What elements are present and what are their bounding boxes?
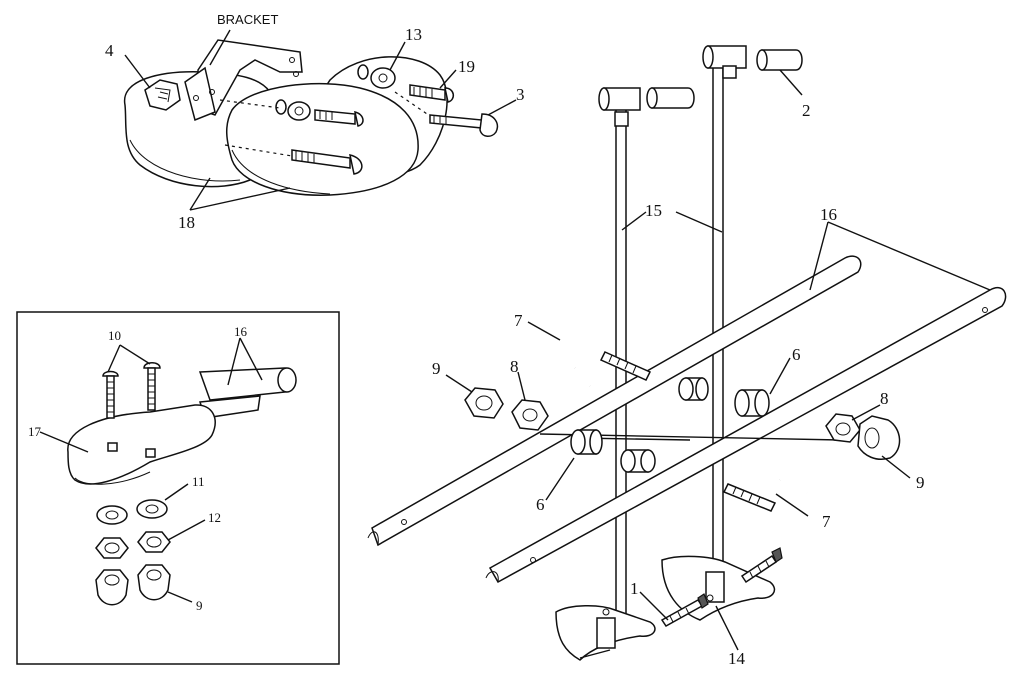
bushing-6-upper	[678, 377, 770, 417]
runner-left	[367, 255, 862, 547]
bolt-front	[314, 109, 364, 127]
handle-right	[702, 45, 803, 585]
label-part-9-right: 9	[916, 473, 925, 492]
label-part-9-left: 9	[432, 359, 441, 378]
inset-label-17: 17	[28, 424, 42, 439]
label-part-6-upper: 6	[792, 345, 801, 364]
label-part-1: 1	[630, 579, 639, 598]
label-part-13: 13	[405, 25, 422, 44]
label-part-15: 15	[645, 201, 662, 220]
label-part-8-right: 8	[880, 389, 889, 408]
inset-label-16: 16	[234, 324, 248, 339]
bracket-assembly	[123, 29, 517, 211]
nut-9-right	[857, 415, 901, 460]
label-part-7-left: 7	[514, 311, 523, 330]
part-labels: BRACKET 4 13 19 3 18 2 15 16 7 9 8 6 8 9…	[28, 12, 925, 668]
bolt-lower	[291, 149, 363, 175]
u-bolt-7-right	[722, 472, 813, 512]
inset-label-11: 11	[192, 474, 205, 489]
u-bolt-7-left	[541, 351, 652, 388]
bolt-3	[429, 113, 499, 137]
label-part-2: 2	[802, 101, 811, 120]
screw-right	[740, 547, 783, 584]
inset-label-9: 9	[196, 598, 203, 613]
screw-1	[660, 593, 709, 627]
label-bracket: BRACKET	[217, 12, 278, 27]
bushing-6-lower	[570, 429, 656, 473]
label-part-19: 19	[458, 57, 475, 76]
label-part-3: 3	[516, 85, 525, 104]
label-part-7-right: 7	[822, 512, 831, 531]
inset-label-10: 10	[108, 328, 121, 343]
label-part-18: 18	[178, 213, 195, 232]
sled-frame	[367, 45, 1007, 661]
nut-8-left	[511, 399, 549, 431]
inset-label-12: 12	[208, 510, 221, 525]
runner-right	[485, 286, 1007, 584]
label-part-16: 16	[820, 205, 837, 224]
skid-left	[555, 605, 656, 661]
nut-8-right	[825, 413, 861, 443]
bolt-19	[409, 84, 454, 103]
inset-detail	[16, 311, 340, 665]
nut-9-left	[464, 387, 504, 419]
washer-13	[370, 67, 396, 89]
label-part-8-left: 8	[510, 357, 519, 376]
label-part-14: 14	[728, 649, 746, 668]
label-part-4: 4	[105, 41, 114, 60]
label-part-6-lower: 6	[536, 495, 545, 514]
nut-4	[144, 79, 181, 111]
